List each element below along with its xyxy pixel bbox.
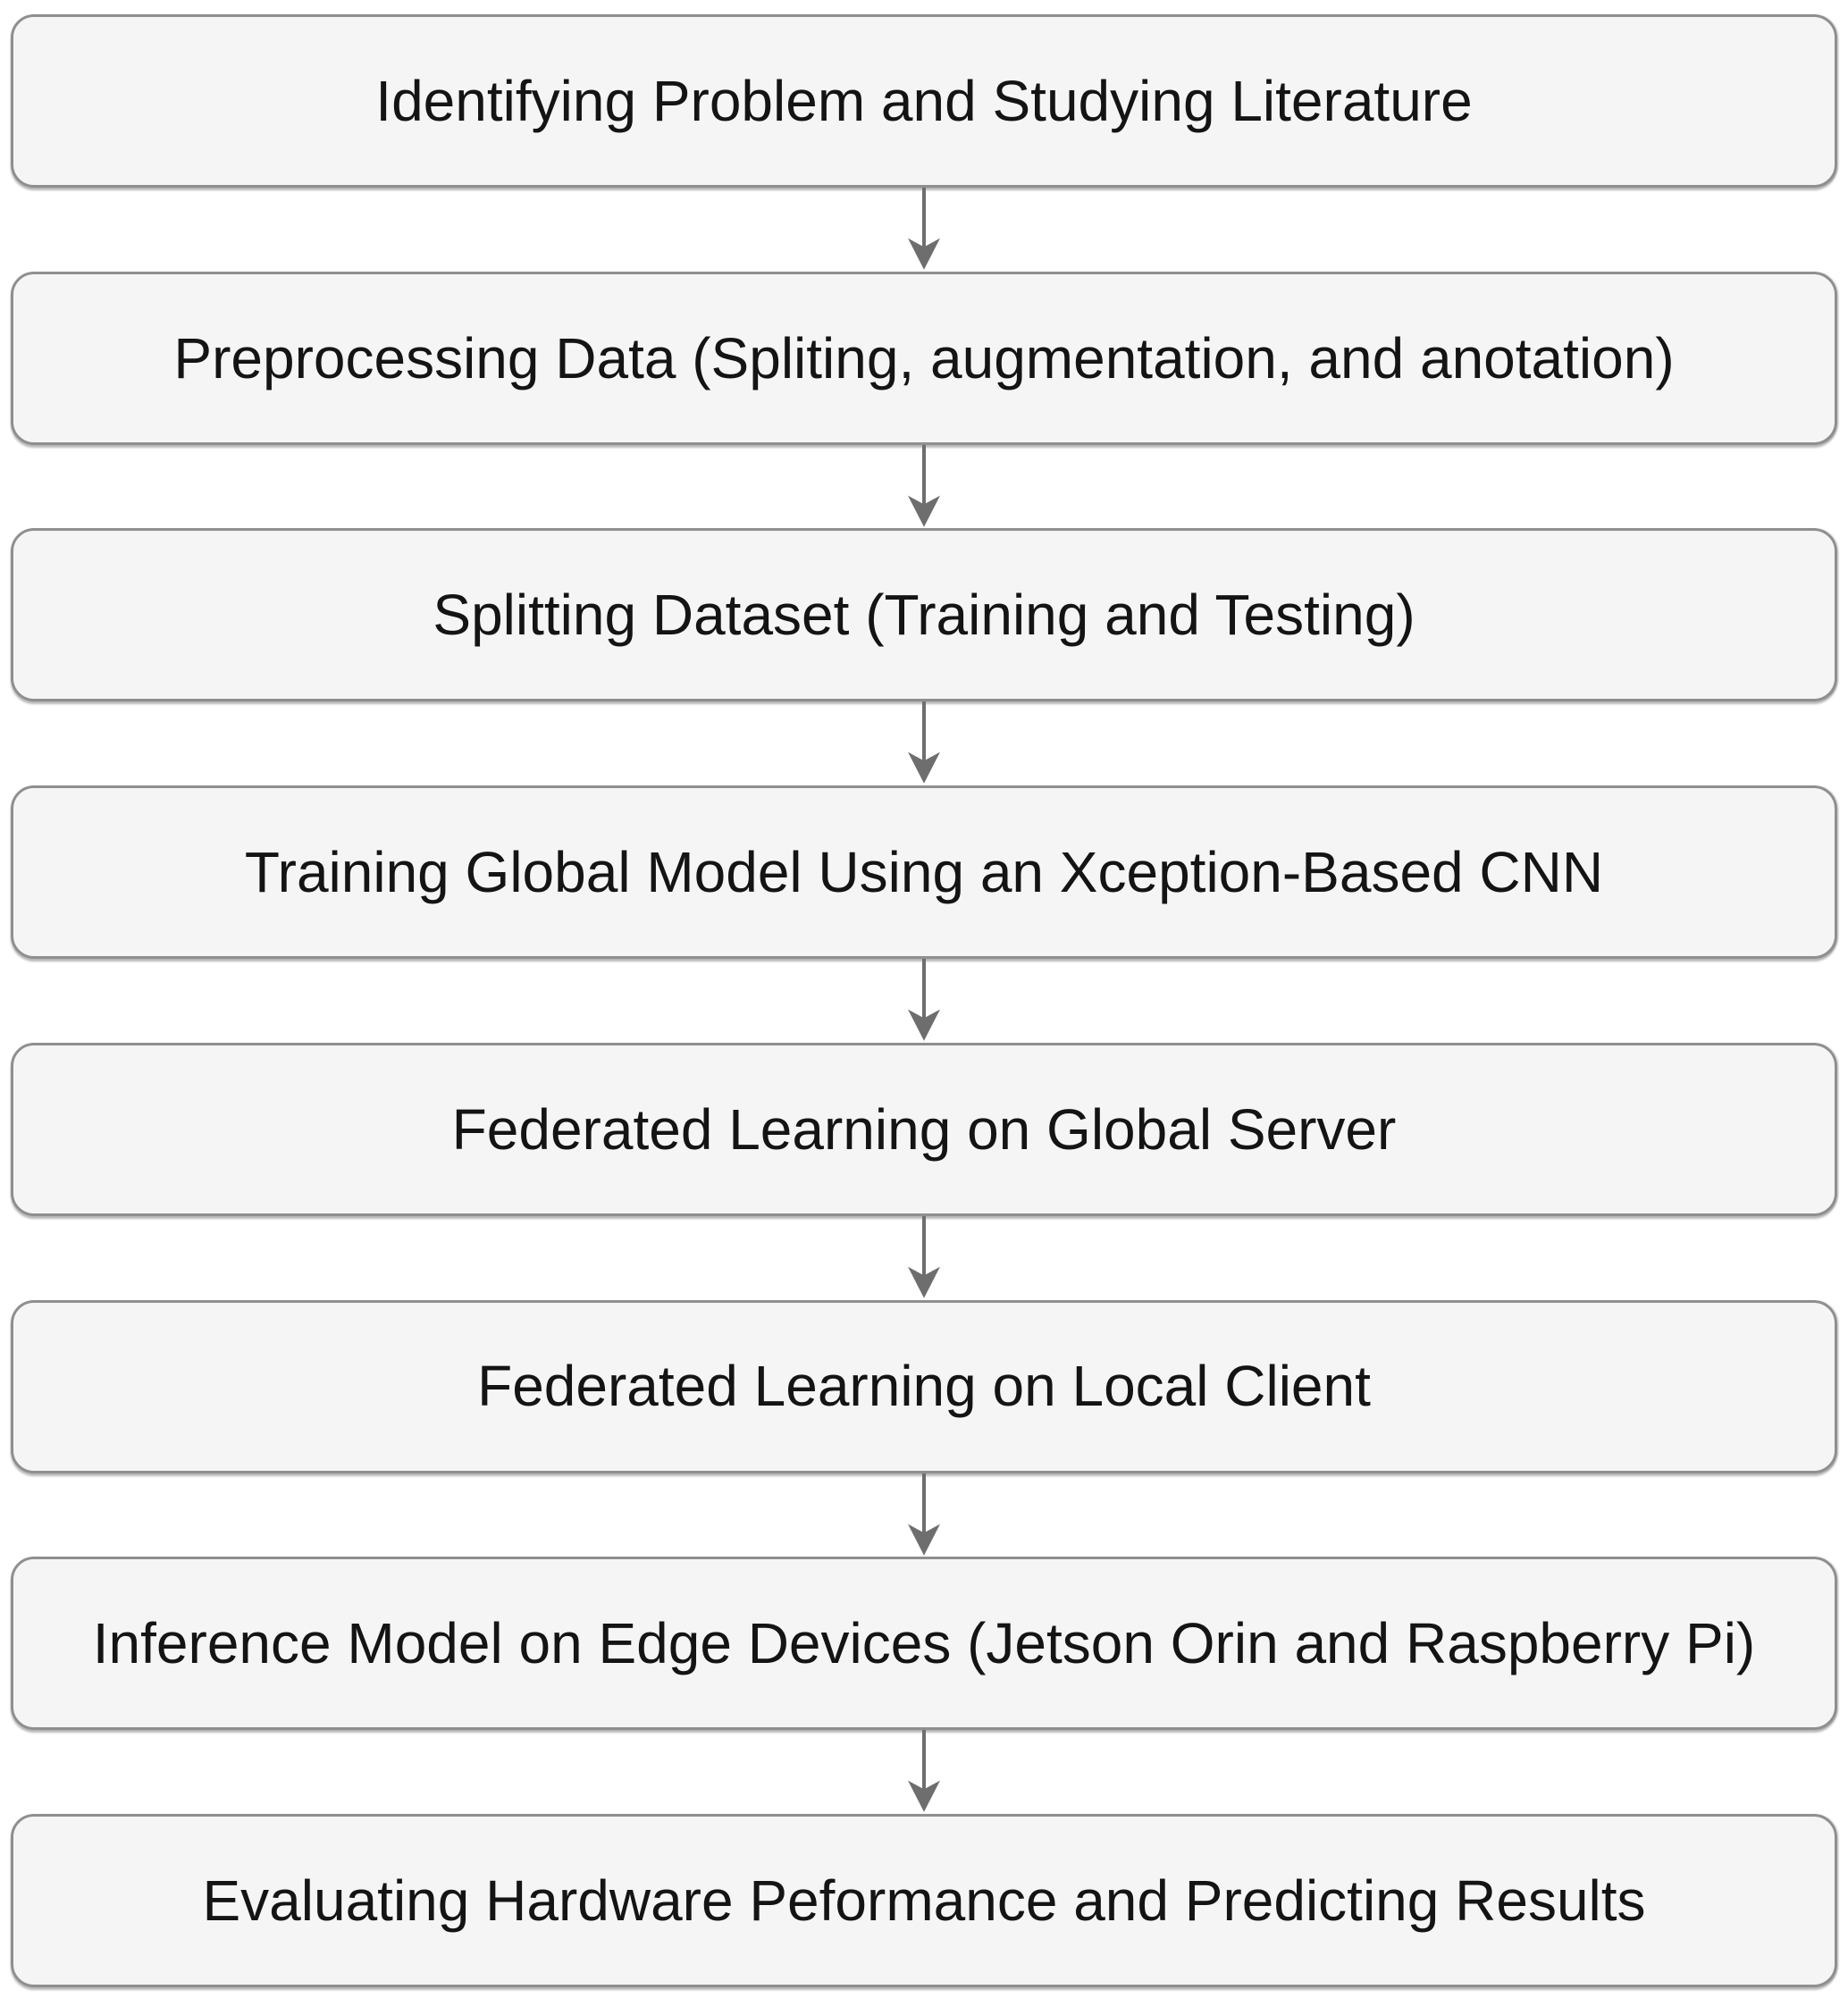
- flow-step-identifying-problem: Identifying Problem and Studying Literat…: [11, 14, 1837, 188]
- down-arrow-icon: [908, 1215, 940, 1298]
- flow-step-federated-learning-global-server: Federated Learning on Global Server: [11, 1042, 1837, 1216]
- down-arrow-icon: [908, 1730, 940, 1813]
- down-arrow: [11, 444, 1837, 529]
- flow-step-label: Federated Learning on Local Client: [477, 1354, 1371, 1419]
- flow-step-evaluating-hardware: Evaluating Hardware Peformance and Predi…: [11, 1814, 1837, 1988]
- flow-step-label: Inference Model on Edge Devices (Jetson …: [92, 1611, 1756, 1676]
- down-arrow-icon: [908, 188, 940, 270]
- flow-step-preprocessing-data: Preprocessing Data (Spliting, augmentati…: [11, 271, 1837, 445]
- flow-step-splitting-dataset: Splitting Dataset (Training and Testing): [11, 528, 1837, 702]
- flow-step-training-global-model: Training Global Model Using an Xception-…: [11, 785, 1837, 960]
- down-arrow: [11, 701, 1837, 785]
- down-arrow-icon: [908, 959, 940, 1041]
- down-arrow-icon: [908, 701, 940, 785]
- down-arrow: [11, 1215, 1837, 1300]
- down-arrow-icon: [908, 444, 940, 527]
- down-arrow: [11, 959, 1837, 1043]
- flow-step-federated-learning-local-client: Federated Learning on Local Client: [11, 1299, 1837, 1473]
- flow-step-label: Identifying Problem and Studying Literat…: [375, 68, 1473, 133]
- flow-step-inference-edge-devices: Inference Model on Edge Devices (Jetson …: [11, 1557, 1837, 1731]
- down-arrow-icon: [908, 1473, 940, 1556]
- flow-step-label: Federated Learning on Global Server: [451, 1096, 1397, 1162]
- down-arrow: [11, 1473, 1837, 1557]
- flow-step-label: Training Global Model Using an Xception-…: [244, 839, 1604, 904]
- down-arrow: [11, 1730, 1837, 1814]
- flow-step-label: Preprocessing Data (Spliting, augmentati…: [173, 325, 1675, 390]
- down-arrow: [11, 188, 1837, 272]
- flow-step-label: Splitting Dataset (Training and Testing): [433, 583, 1415, 648]
- flow-step-label: Evaluating Hardware Peformance and Predi…: [202, 1868, 1646, 1933]
